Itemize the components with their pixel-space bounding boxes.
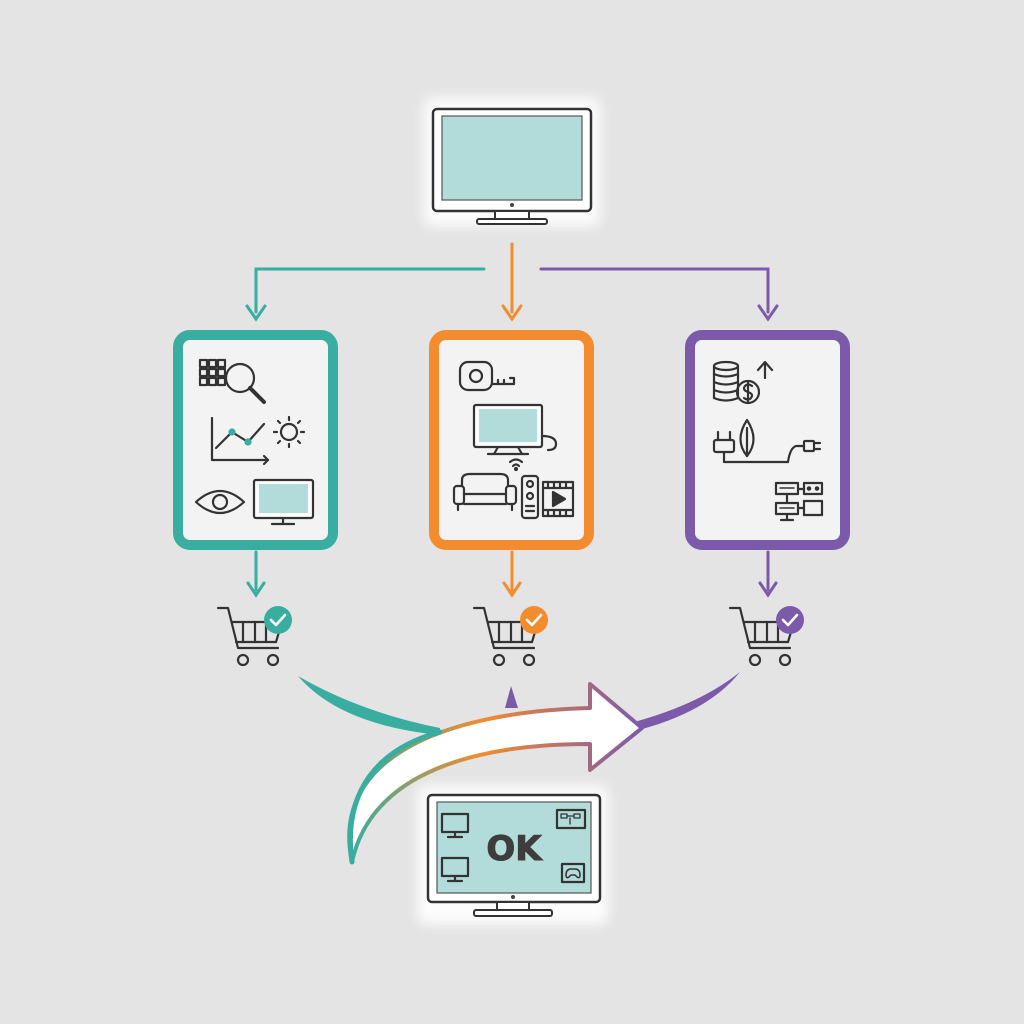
cart-check-icon bbox=[472, 606, 548, 667]
up-arrow-icon bbox=[756, 360, 774, 380]
monitor-icon bbox=[252, 478, 315, 526]
cart-check-icon bbox=[728, 606, 804, 667]
purple-panel bbox=[685, 330, 850, 550]
network-screen-icon bbox=[555, 808, 587, 830]
mini-monitor-icon bbox=[440, 856, 470, 883]
orange-connector bbox=[501, 242, 523, 322]
branch-connectors bbox=[245, 242, 779, 322]
orange-down-arrow bbox=[502, 550, 522, 598]
mini-tv-icon bbox=[440, 812, 470, 839]
result-label: OK bbox=[486, 829, 543, 869]
line-chart-icon bbox=[210, 416, 270, 466]
teal-panel bbox=[173, 330, 338, 550]
tape-measure-icon bbox=[458, 360, 516, 392]
merge-flow bbox=[298, 672, 740, 865]
video-player-icon bbox=[541, 480, 575, 518]
teal-connector bbox=[245, 267, 486, 322]
purple-down-arrow bbox=[758, 550, 778, 598]
magnifier-icon bbox=[224, 362, 266, 404]
leaf-icon bbox=[739, 418, 755, 458]
eye-icon bbox=[194, 489, 246, 515]
source-monitor bbox=[424, 98, 600, 226]
purple-connector bbox=[539, 267, 779, 322]
result-monitor: OK bbox=[418, 786, 608, 924]
teal-swoosh bbox=[298, 676, 440, 735]
cart-check-icon bbox=[216, 606, 292, 667]
dollar-icon bbox=[735, 379, 761, 405]
tv-icon bbox=[472, 403, 558, 456]
connection-diagram-icon bbox=[774, 481, 824, 522]
wifi-icon bbox=[508, 458, 524, 472]
grid-icon bbox=[198, 358, 227, 387]
sun-icon bbox=[272, 415, 306, 449]
down-connectors bbox=[246, 550, 778, 598]
monitor-icon bbox=[431, 107, 593, 225]
sofa-icon bbox=[452, 472, 518, 512]
cable-icon bbox=[786, 439, 822, 464]
plug-icon bbox=[712, 430, 790, 464]
gamepad-icon bbox=[560, 862, 586, 884]
orange-panel bbox=[429, 330, 594, 550]
remote-icon bbox=[520, 474, 540, 520]
teal-down-arrow bbox=[246, 550, 266, 598]
orange-swoosh bbox=[505, 686, 518, 708]
